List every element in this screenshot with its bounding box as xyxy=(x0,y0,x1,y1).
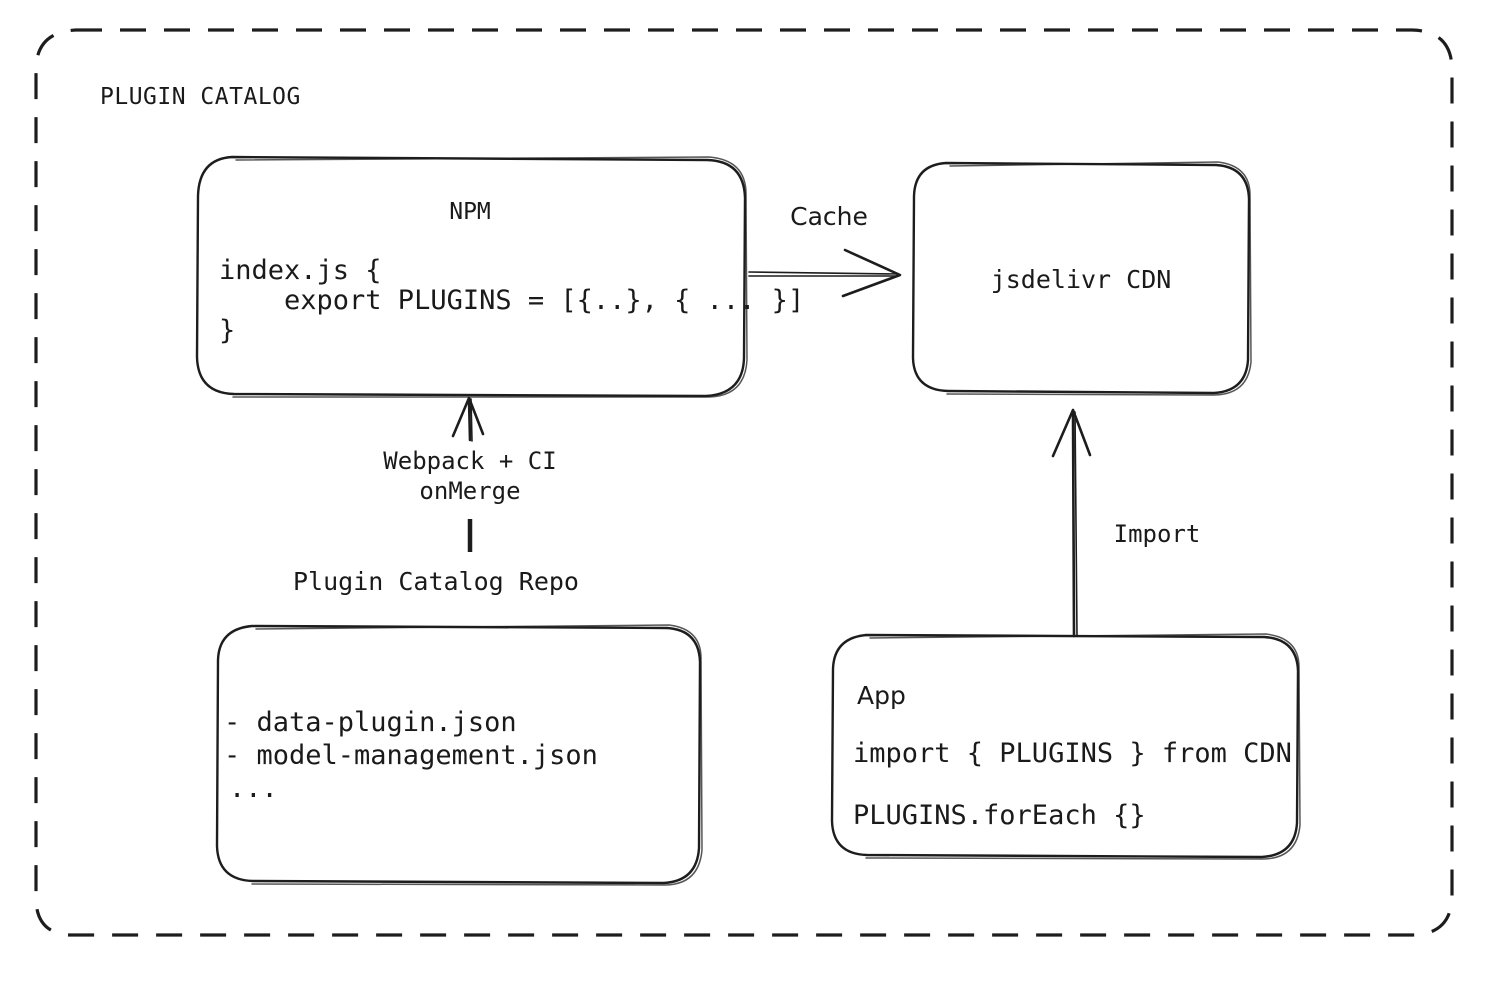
npm-code-line-1: index.js { xyxy=(219,255,382,286)
jsdelivr-cdn-node-title: jsdelivr CDN xyxy=(991,265,1172,294)
app-node-title: App xyxy=(857,681,906,710)
build-edge-label-line-2: onMerge xyxy=(419,477,520,505)
build-edge xyxy=(451,396,485,552)
repo-node[interactable] xyxy=(215,624,703,886)
jsdelivr-cdn-node[interactable] xyxy=(911,161,1252,396)
diagram-title: PLUGIN CATALOG xyxy=(100,84,301,110)
plugin-catalog-frame xyxy=(34,28,1454,937)
repo-line-2: - model-management.json xyxy=(224,740,598,771)
npm-node-title: NPM xyxy=(449,199,491,225)
repo-caption: Plugin Catalog Repo xyxy=(293,567,579,596)
cache-edge xyxy=(748,248,902,298)
npm-node[interactable] xyxy=(195,155,748,398)
cache-edge-label: Cache xyxy=(790,202,868,231)
build-edge-label-line-1: Webpack + CI xyxy=(383,447,556,475)
repo-line-1: - data-plugin.json xyxy=(224,707,517,738)
import-edge-label: Import xyxy=(1114,520,1201,548)
app-code-line-1: import { PLUGINS } from CDN xyxy=(853,738,1292,769)
import-edge xyxy=(1051,408,1092,638)
npm-code-line-2: export PLUGINS = [{..}, { ... }] xyxy=(219,285,804,316)
repo-line-3: ... xyxy=(229,773,278,804)
app-code-line-2: PLUGINS.forEach {} xyxy=(853,800,1146,831)
app-node[interactable] xyxy=(830,633,1301,860)
npm-code-line-3: } xyxy=(219,315,235,346)
